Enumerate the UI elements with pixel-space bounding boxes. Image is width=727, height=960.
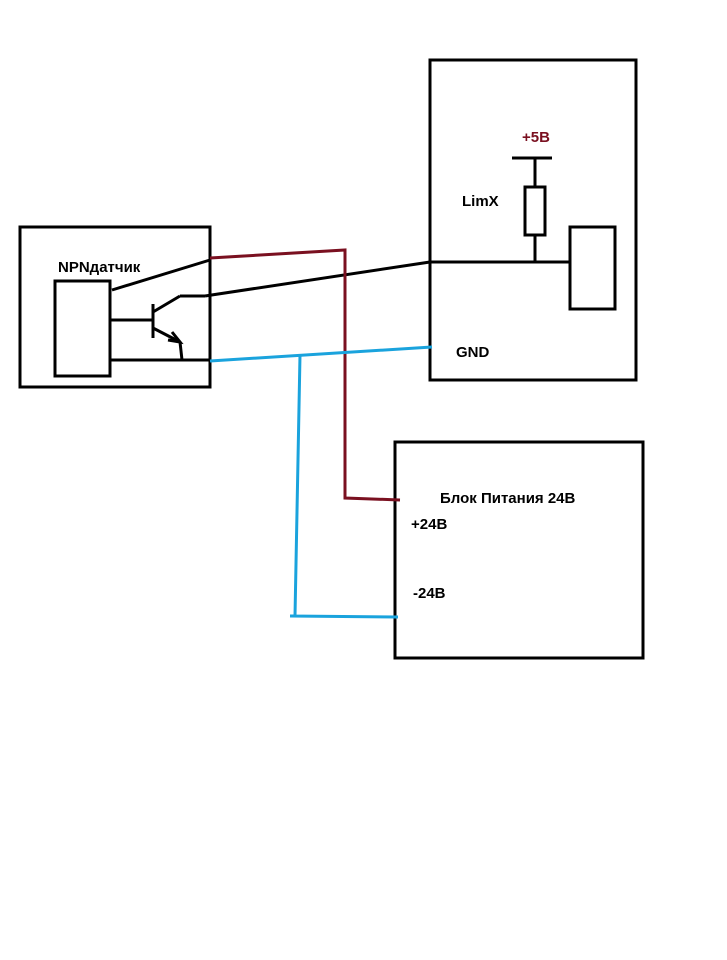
psu-title: Блок Питания 24В xyxy=(440,490,576,507)
input-element xyxy=(568,225,617,311)
sensor-element xyxy=(53,279,112,378)
signal-wire xyxy=(204,260,431,298)
npn-sensor-box xyxy=(18,225,212,389)
limx-resistor xyxy=(523,185,547,237)
gnd-label: GND xyxy=(456,344,490,361)
transistor-symbol xyxy=(110,258,211,362)
plus24-wire xyxy=(209,248,401,502)
limx-label: LimX xyxy=(462,193,499,210)
psu-box xyxy=(393,440,645,660)
controller-box xyxy=(428,58,638,382)
gnd-wire xyxy=(209,345,433,363)
minus24-wire xyxy=(289,354,399,619)
plus5-label: +5В xyxy=(522,129,550,146)
sensor-label: NPNдатчик xyxy=(58,259,141,276)
plus24-label: +24В xyxy=(411,516,447,533)
minus24-label: -24В xyxy=(413,585,446,602)
